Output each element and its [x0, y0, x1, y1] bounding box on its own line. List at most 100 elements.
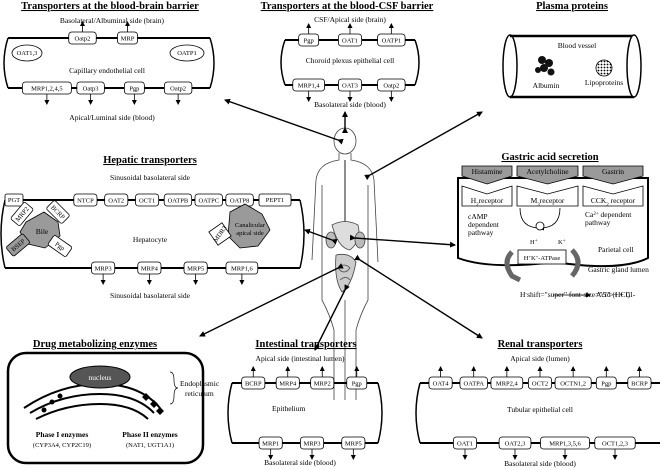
- ren-top-octn1-2-label: OCTN1,2: [560, 380, 586, 387]
- receptor-h2receptor-label: H2receptor: [471, 196, 504, 208]
- hep-top-oat2: OAT2: [104, 193, 129, 207]
- arrow-dme: [199, 263, 344, 337]
- hep-bot-mrp5: MRP5: [183, 261, 208, 285]
- hepatic-pgt-transporter: [4, 193, 24, 207]
- panel-intestinal: Intestinal transporters Apical side (int…: [227, 339, 383, 467]
- bile-pgp-label: Pgp: [53, 241, 65, 253]
- ren-top-oct2-label: OCT2: [532, 380, 548, 387]
- csf-bot-oatp2: Oatp2: [377, 78, 406, 102]
- hepatic-bottom-row: MRP3 MRP4 MRP5 MRP1,6: [91, 261, 259, 285]
- csf-top-side: CSF/Apical side (brain): [314, 15, 386, 24]
- renal-bottom-side: Basolateral side (blood): [504, 459, 576, 468]
- panel-csf: Transporters at the blood-CSF barrier CS…: [261, 1, 434, 109]
- hep-top-oct1-label: OCT1: [139, 197, 155, 204]
- reaction-label: H-shift="super" font-size="5">+ + Cl-: [520, 290, 636, 299]
- phase1-label: Phase I enzymes: [36, 430, 89, 439]
- panel-bbb: Transporters at the blood-brain barrier …: [3, 1, 215, 122]
- ren-bot-oat1: OAT1: [452, 436, 477, 460]
- hep-top-oct1-box: [135, 193, 160, 207]
- bile-pgp: Pgp: [47, 235, 73, 257]
- int-top-mrp4: MRP4: [275, 366, 300, 390]
- bbb-bot-oatp2: Oatp2: [163, 81, 193, 105]
- enzyme-markers: [41, 393, 164, 415]
- intestinal-top-side: Apical side (intestinal lumen): [256, 354, 345, 363]
- hep-top-oatpb: OATPB: [163, 193, 193, 207]
- hepatocyte-label: Hepatocyte: [133, 235, 168, 244]
- hep-top-ntcp-label: NTCP: [77, 197, 94, 204]
- arrow-gastric: [349, 234, 456, 248]
- ligand-gastrin-label: Gastrin: [602, 167, 624, 176]
- hep-top-oatpb-box: [163, 193, 193, 207]
- receptor-h2receptor-shape: [461, 185, 513, 207]
- csf-top-oat1: OAT1: [337, 23, 362, 47]
- phase2-label: Phase II enzymes: [122, 430, 177, 439]
- panel-hepatic: Hepatic transporters Sinusoidal basolate…: [0, 155, 305, 300]
- bbb-bot-oatp3-label: Oatp3: [83, 85, 99, 92]
- ren-top-pgp: Pgp: [595, 366, 617, 390]
- ren-top-bcrp: BCRP: [627, 366, 652, 390]
- ligand-histamine-shape: [461, 165, 513, 185]
- hep-bot-mrp3: MRP3: [91, 261, 116, 285]
- bbb-top-mrp: MRP: [117, 21, 138, 45]
- hepatic-bottom-side: Sinusoidal basolateral side: [110, 291, 191, 300]
- int-top-mrp2: MRP2: [310, 366, 335, 390]
- bbb-side-left-label: OAT1,3: [17, 50, 38, 57]
- canalicular-label-1: Canalicular: [235, 222, 266, 229]
- hep-bot-mrp4: MRP4: [137, 261, 162, 285]
- csf-top-oatp1-label: OATP1: [382, 37, 402, 44]
- arrow-intestinal: [314, 284, 350, 351]
- hep-top-oct1: OCT1: [135, 193, 160, 207]
- albumin-molecule: [535, 56, 555, 76]
- k-ion-label: K+: [558, 239, 566, 247]
- int-top-mrp4-label: MRP4: [279, 380, 297, 387]
- hepatic-pgt-label: PGT: [8, 197, 20, 204]
- hep-top-oatpc-box: [194, 193, 223, 207]
- ligand-acetylcholine-label: Acetylcholine: [526, 167, 569, 176]
- hepatic-pept-label: PEPT1: [266, 197, 284, 204]
- arrow-hepatic: [304, 228, 338, 245]
- phase1-examples: (CYP3A4, CYP2C19): [33, 442, 91, 449]
- renal-bottom-row: OAT1 OAT2,3 MRP1,3,5,6 OCT1,2,3: [452, 436, 636, 460]
- bbb-side-left-transporter: [11, 44, 43, 62]
- atpase-label: H+K+-ATPase: [524, 254, 561, 263]
- atpase-pump: [517, 249, 567, 265]
- int-bot-mrp3: MRP3: [299, 436, 324, 460]
- receptor-cck2-receptor-label: CCK2 receptor: [591, 196, 636, 208]
- gastric-lumen-label: Gastric gland lumen: [588, 265, 649, 274]
- csf-cell: Choroid plexus epithelial cell: [306, 56, 395, 65]
- hep-top-oatp8-label: OATP8: [230, 197, 250, 204]
- bile-pgp-box: [47, 235, 73, 257]
- receptor-cck2-receptor: CCK2 receptor: [582, 185, 644, 208]
- int-bot-mrp5-label: MRP5: [345, 440, 362, 447]
- ren-top-pgp-label: Pgp: [601, 380, 611, 387]
- hep-top-oatpb-label: OATPB: [168, 197, 189, 204]
- bile-mrp2-box: [10, 202, 34, 226]
- bbb-top-side: Basolateral/Albuminal side (brain): [60, 16, 165, 25]
- canalicular-label-2: apical side: [236, 230, 264, 237]
- hepatic-top-side: Sinusoidal basolateral side: [110, 173, 191, 182]
- ren-bot-oct1-2-3: OCT1,2,3: [594, 436, 636, 460]
- ren-bot-oat2-3: OAT2,3: [498, 436, 532, 460]
- hep-bot-mrp1-6: MRP1,6: [225, 261, 259, 285]
- ligand-acetylcholine: Acetylcholine: [516, 165, 579, 185]
- csf-bot-oat3-label: OAT3: [342, 82, 358, 89]
- dme-title: Drug metabolizing enzymes: [33, 339, 157, 350]
- receptor-m3receptor-shape: [516, 185, 579, 207]
- camp-label-1: cAMP: [468, 212, 488, 221]
- ren-bot-mrp1-3-5-6-label: MRP1,3,5,6: [549, 440, 581, 447]
- ca-label-1: Ca2+ dependent: [585, 210, 632, 219]
- acid-label: Acid (HCl): [596, 290, 630, 299]
- bbb-top-mrp-label: MRP: [121, 35, 135, 42]
- ren-bot-oat1-label: OAT1: [457, 440, 473, 447]
- parietal-cell-label: Parietal cell: [598, 245, 634, 254]
- cell-outline: [6, 351, 205, 465]
- hep-top-ntcp: NTCP: [73, 193, 98, 207]
- ren-top-mrp2-4: MRP2,4: [490, 366, 524, 390]
